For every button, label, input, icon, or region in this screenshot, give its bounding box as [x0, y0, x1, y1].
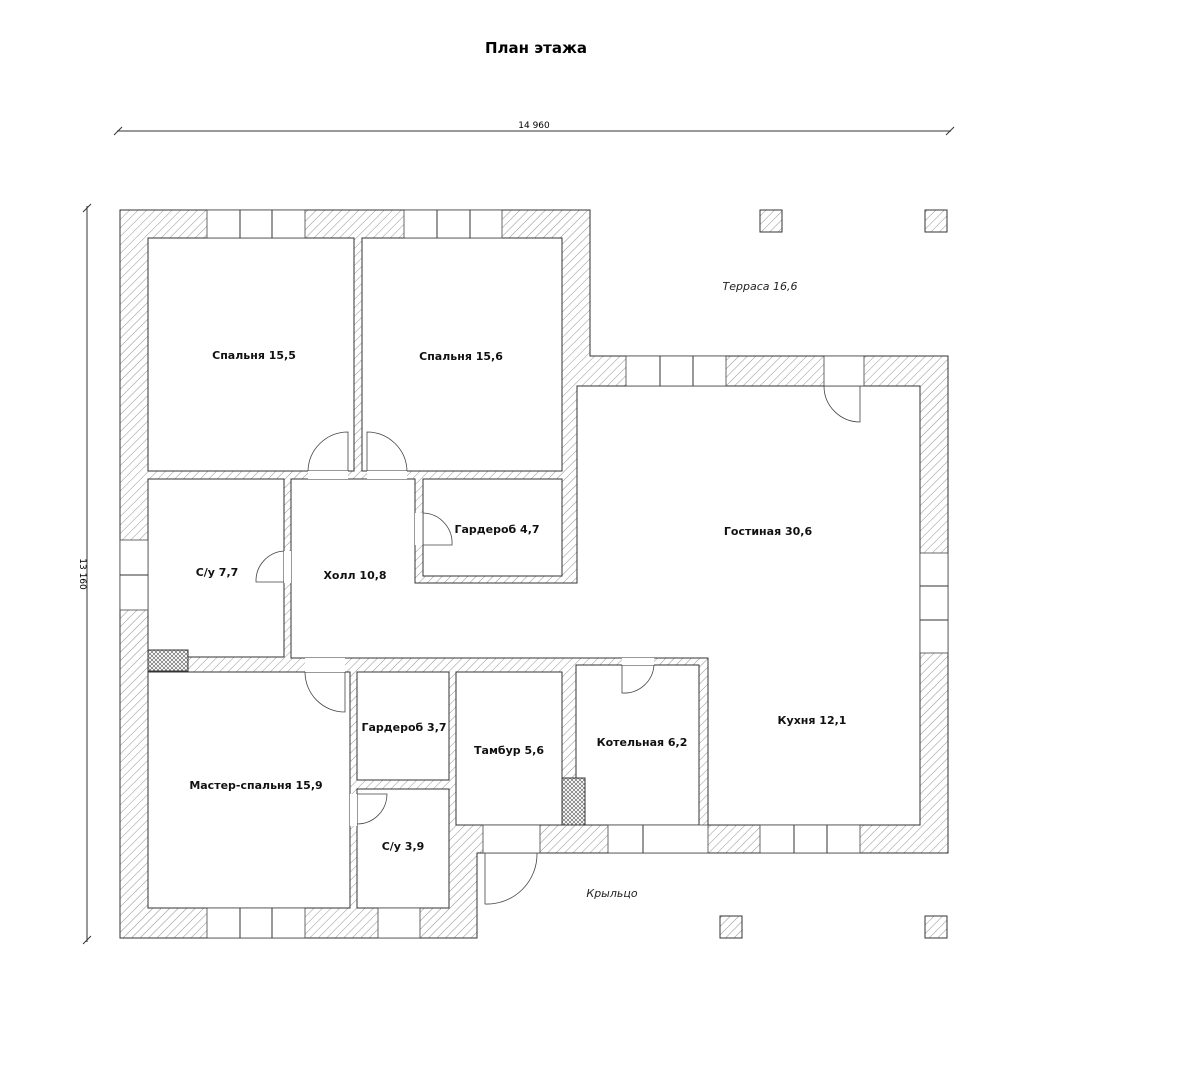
room-bathroom-2	[356, 788, 450, 909]
chimney	[561, 777, 586, 826]
label-bathroom-1: С/у 7,7	[196, 566, 239, 579]
room-wardrobe-2	[356, 671, 450, 781]
svg-text:14 960: 14 960	[518, 121, 550, 131]
room-boiler	[575, 664, 700, 826]
room-bedroom-2	[361, 237, 563, 472]
doors	[255, 385, 861, 905]
label-porch: Крыльцо	[586, 887, 637, 900]
svg-text:13 160: 13 160	[77, 558, 87, 590]
chimney	[147, 649, 189, 672]
label-terrace: Терраса 16,6	[723, 280, 798, 293]
label-living-room: Гостиная 30,6	[724, 525, 813, 538]
label-master-bedroom: Мастер-спальня 15,9	[189, 779, 322, 792]
room-bathroom-1	[147, 478, 285, 658]
room-wardrobe-1	[422, 478, 563, 577]
label-bedroom-2: Спальня 15,6	[419, 350, 503, 363]
page-title: План этажа	[485, 39, 587, 57]
room-living-hall	[290, 385, 921, 826]
label-bedroom-1: Спальня 15,5	[212, 349, 296, 362]
label-hall: Холл 10,8	[323, 569, 386, 582]
windows	[119, 209, 949, 939]
terrace-posts	[719, 209, 948, 939]
label-boiler-room: Котельная 6,2	[597, 736, 688, 749]
label-wardrobe-1: Гардероб 4,7	[454, 523, 539, 536]
height-dimension: 13 160	[77, 203, 92, 945]
label-kitchen: Кухня 12,1	[778, 714, 847, 727]
width-dimension: 14 960	[113, 121, 955, 136]
label-vestibule: Тамбур 5,6	[474, 744, 544, 757]
label-wardrobe-2: Гардероб 3,7	[361, 721, 446, 734]
label-bathroom-2: С/у 3,9	[382, 840, 425, 853]
room-master-bedroom	[147, 671, 351, 909]
room-vestibule	[455, 671, 563, 826]
